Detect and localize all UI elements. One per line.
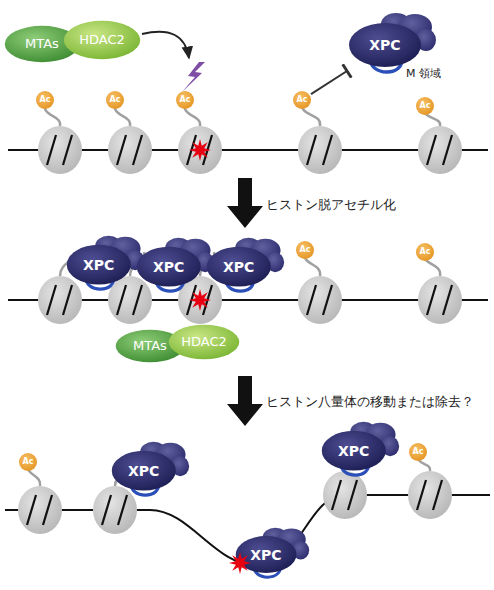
acetyl-circle: Ac xyxy=(176,91,194,109)
acetyl-mark xyxy=(416,97,434,115)
dna-damage xyxy=(229,552,251,574)
nucleosome xyxy=(108,126,152,174)
acetyl-circle: Ac xyxy=(409,443,427,461)
nucleosome xyxy=(323,471,367,519)
annotation: ヒストン脱アセチル化 xyxy=(266,197,396,214)
node-label: XPC xyxy=(135,258,202,276)
nucleosome xyxy=(18,486,62,534)
acetyl-circle: Ac xyxy=(416,97,434,115)
nucleosome xyxy=(38,126,82,174)
nucleosome xyxy=(178,126,222,174)
acetyl-mark xyxy=(19,453,37,471)
node-label: Ac xyxy=(409,447,427,457)
node-label: XPC xyxy=(234,546,298,564)
annotation: M 領域 xyxy=(406,66,441,81)
nucleosome xyxy=(418,276,462,324)
protein-ellipse xyxy=(169,325,240,360)
acetyl-mark xyxy=(36,91,54,109)
node-label: HDAC2 xyxy=(168,334,240,350)
node-label: XPC xyxy=(65,256,132,274)
protein-shape: HDAC2 xyxy=(63,20,141,60)
protein-shape: XPC xyxy=(135,236,215,292)
node-label: HDAC2 xyxy=(63,32,141,48)
acetyl-mark xyxy=(416,243,434,261)
acetyl-mark xyxy=(409,443,427,461)
node-label: Ac xyxy=(416,101,434,111)
acetyl-circle: Ac xyxy=(296,241,314,259)
node-label: Ac xyxy=(19,457,37,467)
protein-shape: XPC xyxy=(110,440,190,496)
nucleosome xyxy=(108,276,152,324)
protein-ellipse xyxy=(64,21,140,59)
acetyl-circle: Ac xyxy=(416,243,434,261)
protein-shape: XPC xyxy=(65,234,145,290)
acetyl-circle: Ac xyxy=(106,91,124,109)
process-arrow xyxy=(227,376,263,426)
node-label: XPC xyxy=(347,36,423,54)
node-label: Ac xyxy=(106,95,124,105)
node-label: MTAs xyxy=(4,36,80,52)
acetyl-circle: Ac xyxy=(293,91,311,109)
node-label: Ac xyxy=(296,245,314,255)
nucleosome xyxy=(93,486,137,534)
node-label: XPC xyxy=(320,442,387,460)
dna-damage xyxy=(189,289,211,311)
node-label: XPC xyxy=(110,462,177,480)
nucleosome xyxy=(298,276,342,324)
protein-shape: XPC xyxy=(320,420,400,476)
node-label: MTAs xyxy=(115,338,185,354)
nucleosome xyxy=(298,126,342,174)
node-label: Ac xyxy=(416,247,434,257)
nucleosome xyxy=(38,276,82,324)
protein-shape: HDAC2 xyxy=(168,324,240,360)
process-arrow xyxy=(227,178,263,228)
node-label: XPC xyxy=(205,258,272,276)
acetyl-mark xyxy=(293,91,311,109)
nucleosome xyxy=(418,126,462,174)
node-label: Ac xyxy=(36,95,54,105)
acetyl-mark xyxy=(296,241,314,259)
protein-shape: XPC xyxy=(234,526,310,578)
inhibition-connector xyxy=(311,71,347,94)
nucleosome xyxy=(408,471,452,519)
node-label: Ac xyxy=(293,95,311,105)
protein-shape: XPC xyxy=(205,236,285,292)
acetyl-mark xyxy=(106,91,124,109)
node-label: Ac xyxy=(176,95,194,105)
dna-damage xyxy=(189,139,211,161)
acetyl-circle: Ac xyxy=(36,91,54,109)
annotation: ヒストン八量体の移動または除去？ xyxy=(266,394,474,411)
lightning-bolt xyxy=(182,62,205,92)
acetyl-circle: Ac xyxy=(19,453,37,471)
protein-shape: XPC xyxy=(347,11,437,73)
curved-arrow xyxy=(142,32,189,58)
acetyl-mark xyxy=(176,91,194,109)
